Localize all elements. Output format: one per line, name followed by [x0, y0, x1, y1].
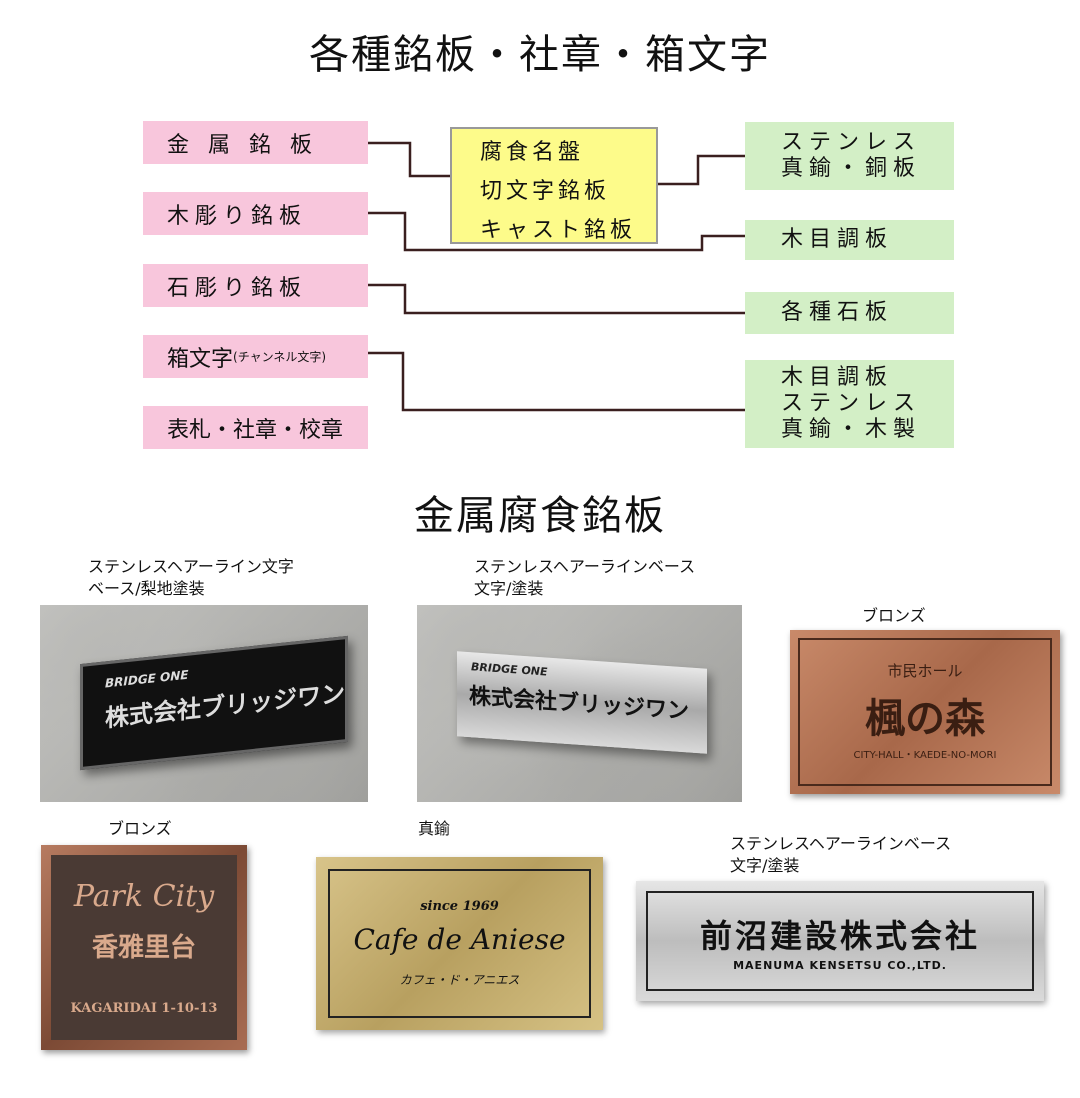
left-box-channel: 箱文字(チャンネル文字) — [143, 335, 368, 378]
line-stone-to-stone — [368, 283, 745, 315]
caption-plate-1: ステンレスヘアーライン文字 ベース/梨地塗装 — [88, 556, 294, 600]
caption-line: 文字/塗装 — [474, 579, 544, 598]
caption-plate-6: ステンレスヘアーラインベース 文字/塗装 — [730, 833, 951, 877]
caption-line: ブロンズ — [108, 819, 172, 838]
caption-plate-3: ブロンズ — [862, 605, 926, 627]
plate-top-text: 市民ホール — [887, 662, 963, 680]
middle-item: キャスト銘板 — [480, 218, 637, 243]
photo-plate-brass-cafe: since 1969 Cafe de Aniese カフェ・ド・アニエス — [316, 857, 603, 1030]
line-channel-to-mixed — [368, 351, 745, 412]
right-box-line: 木目調板 — [781, 227, 894, 252]
page-title: 各種銘板・社章・箱文字 — [309, 32, 771, 78]
photo-plate-bronze-park: Park City 香雅里台 KAGARIDAI 1-10-13 — [41, 845, 247, 1050]
right-box-mixed: 木目調板 ステンレス 真鍮・木製 — [745, 360, 954, 448]
plate-main-text: 香雅里台 — [91, 933, 196, 963]
right-box-woodgrain: 木目調板 — [745, 220, 954, 260]
plate-brand-text: BRIDGE ONE — [471, 660, 548, 679]
left-box-label: 箱文字 — [167, 346, 234, 372]
plate-inner — [51, 855, 237, 1040]
right-box-line: 木目調板 — [781, 365, 894, 390]
line-metal-to-middle — [368, 141, 450, 178]
connector-lines — [368, 141, 745, 412]
left-box-label: 金 属 銘 板 — [167, 132, 318, 158]
photo-plate-black: BRIDGE ONE 株式会社ブリッジワン — [40, 605, 368, 802]
right-box-line: 各種石板 — [781, 300, 894, 325]
plate-kana-text: カフェ・ド・アニエス — [399, 973, 520, 987]
right-box-line: ステンレス — [781, 391, 922, 416]
caption-plate-4: ブロンズ — [108, 818, 172, 840]
section-title: 金属腐食銘板 — [414, 493, 666, 539]
middle-item: 切文字銘板 — [480, 179, 611, 204]
right-box-line: 真鍮・銅板 — [781, 156, 922, 181]
left-box-label: 表札・社章・校章 — [167, 417, 344, 443]
plate-bottom-text: CITY-HALL・KAEDE-NO-MORI — [853, 750, 997, 761]
line-middle-to-steel — [658, 154, 745, 186]
left-box-metal: 金 属 銘 板 — [143, 121, 368, 164]
middle-box-types: 腐食名盤 切文字銘板 キャスト銘板 — [450, 127, 658, 244]
right-box-steel: ステンレス 真鍮・銅板 — [745, 122, 954, 190]
plate-border — [646, 891, 1034, 991]
caption-line: ステンレスヘアーラインベース — [730, 834, 952, 853]
right-box-line: 真鍮・木製 — [781, 417, 922, 442]
plate-black-body: BRIDGE ONE 株式会社ブリッジワン — [80, 635, 348, 771]
caption-line: ベース/梨地塗装 — [88, 579, 205, 598]
photo-plate-bronze-hall: 市民ホール 楓の森 CITY-HALL・KAEDE-NO-MORI — [790, 630, 1060, 794]
plate-main-text: Cafe de Aniese — [353, 923, 566, 956]
plate-steel-body: BRIDGE ONE 株式会社ブリッジワン — [457, 651, 707, 754]
left-box-wood: 木彫り銘板 — [143, 192, 368, 235]
plate-bottom-text: KAGARIDAI 1-10-13 — [70, 1001, 218, 1016]
photo-plate-steel-maenuma: 前沼建設株式会社 MAENUMA KENSETSU CO.,LTD. — [636, 881, 1044, 1001]
caption-line: ステンレスヘアーラインベース — [474, 557, 696, 576]
left-box-label: 石彫り銘板 — [167, 275, 308, 301]
plate-border — [328, 869, 591, 1018]
caption-plate-5: 真鍮 — [418, 818, 450, 840]
plate-sub-text: MAENUMA KENSETSU CO.,LTD. — [733, 959, 947, 972]
left-box-stone: 石彫り銘板 — [143, 264, 368, 307]
middle-item: 腐食名盤 — [480, 140, 585, 165]
caption-line: ブロンズ — [862, 606, 926, 625]
left-box-nameplate: 表札・社章・校章 — [143, 406, 368, 449]
plate-name-text: 株式会社ブリッジワン — [469, 684, 690, 725]
plate-border — [798, 638, 1052, 786]
photo-plate-steel: BRIDGE ONE 株式会社ブリッジワン — [417, 605, 742, 802]
plate-script-text: Park City — [73, 879, 215, 914]
right-box-stone: 各種石板 — [745, 292, 954, 334]
left-box-sublabel: (チャンネル文字) — [233, 350, 327, 364]
line-wood-to-woodgrain — [368, 211, 745, 252]
plate-main-text: 楓の森 — [865, 695, 985, 742]
left-box-label: 木彫り銘板 — [167, 203, 308, 229]
right-box-line: ステンレス — [781, 130, 922, 155]
caption-plate-2: ステンレスヘアーラインベース 文字/塗装 — [474, 556, 695, 600]
caption-line: ステンレスヘアーライン文字 — [88, 557, 294, 576]
caption-line: 文字/塗装 — [730, 856, 800, 875]
plate-since-text: since 1969 — [420, 899, 499, 914]
plate-brand-text: BRIDGE ONE — [105, 667, 189, 691]
plate-main-text: 前沼建設株式会社 — [699, 917, 980, 955]
caption-line: 真鍮 — [418, 819, 451, 838]
